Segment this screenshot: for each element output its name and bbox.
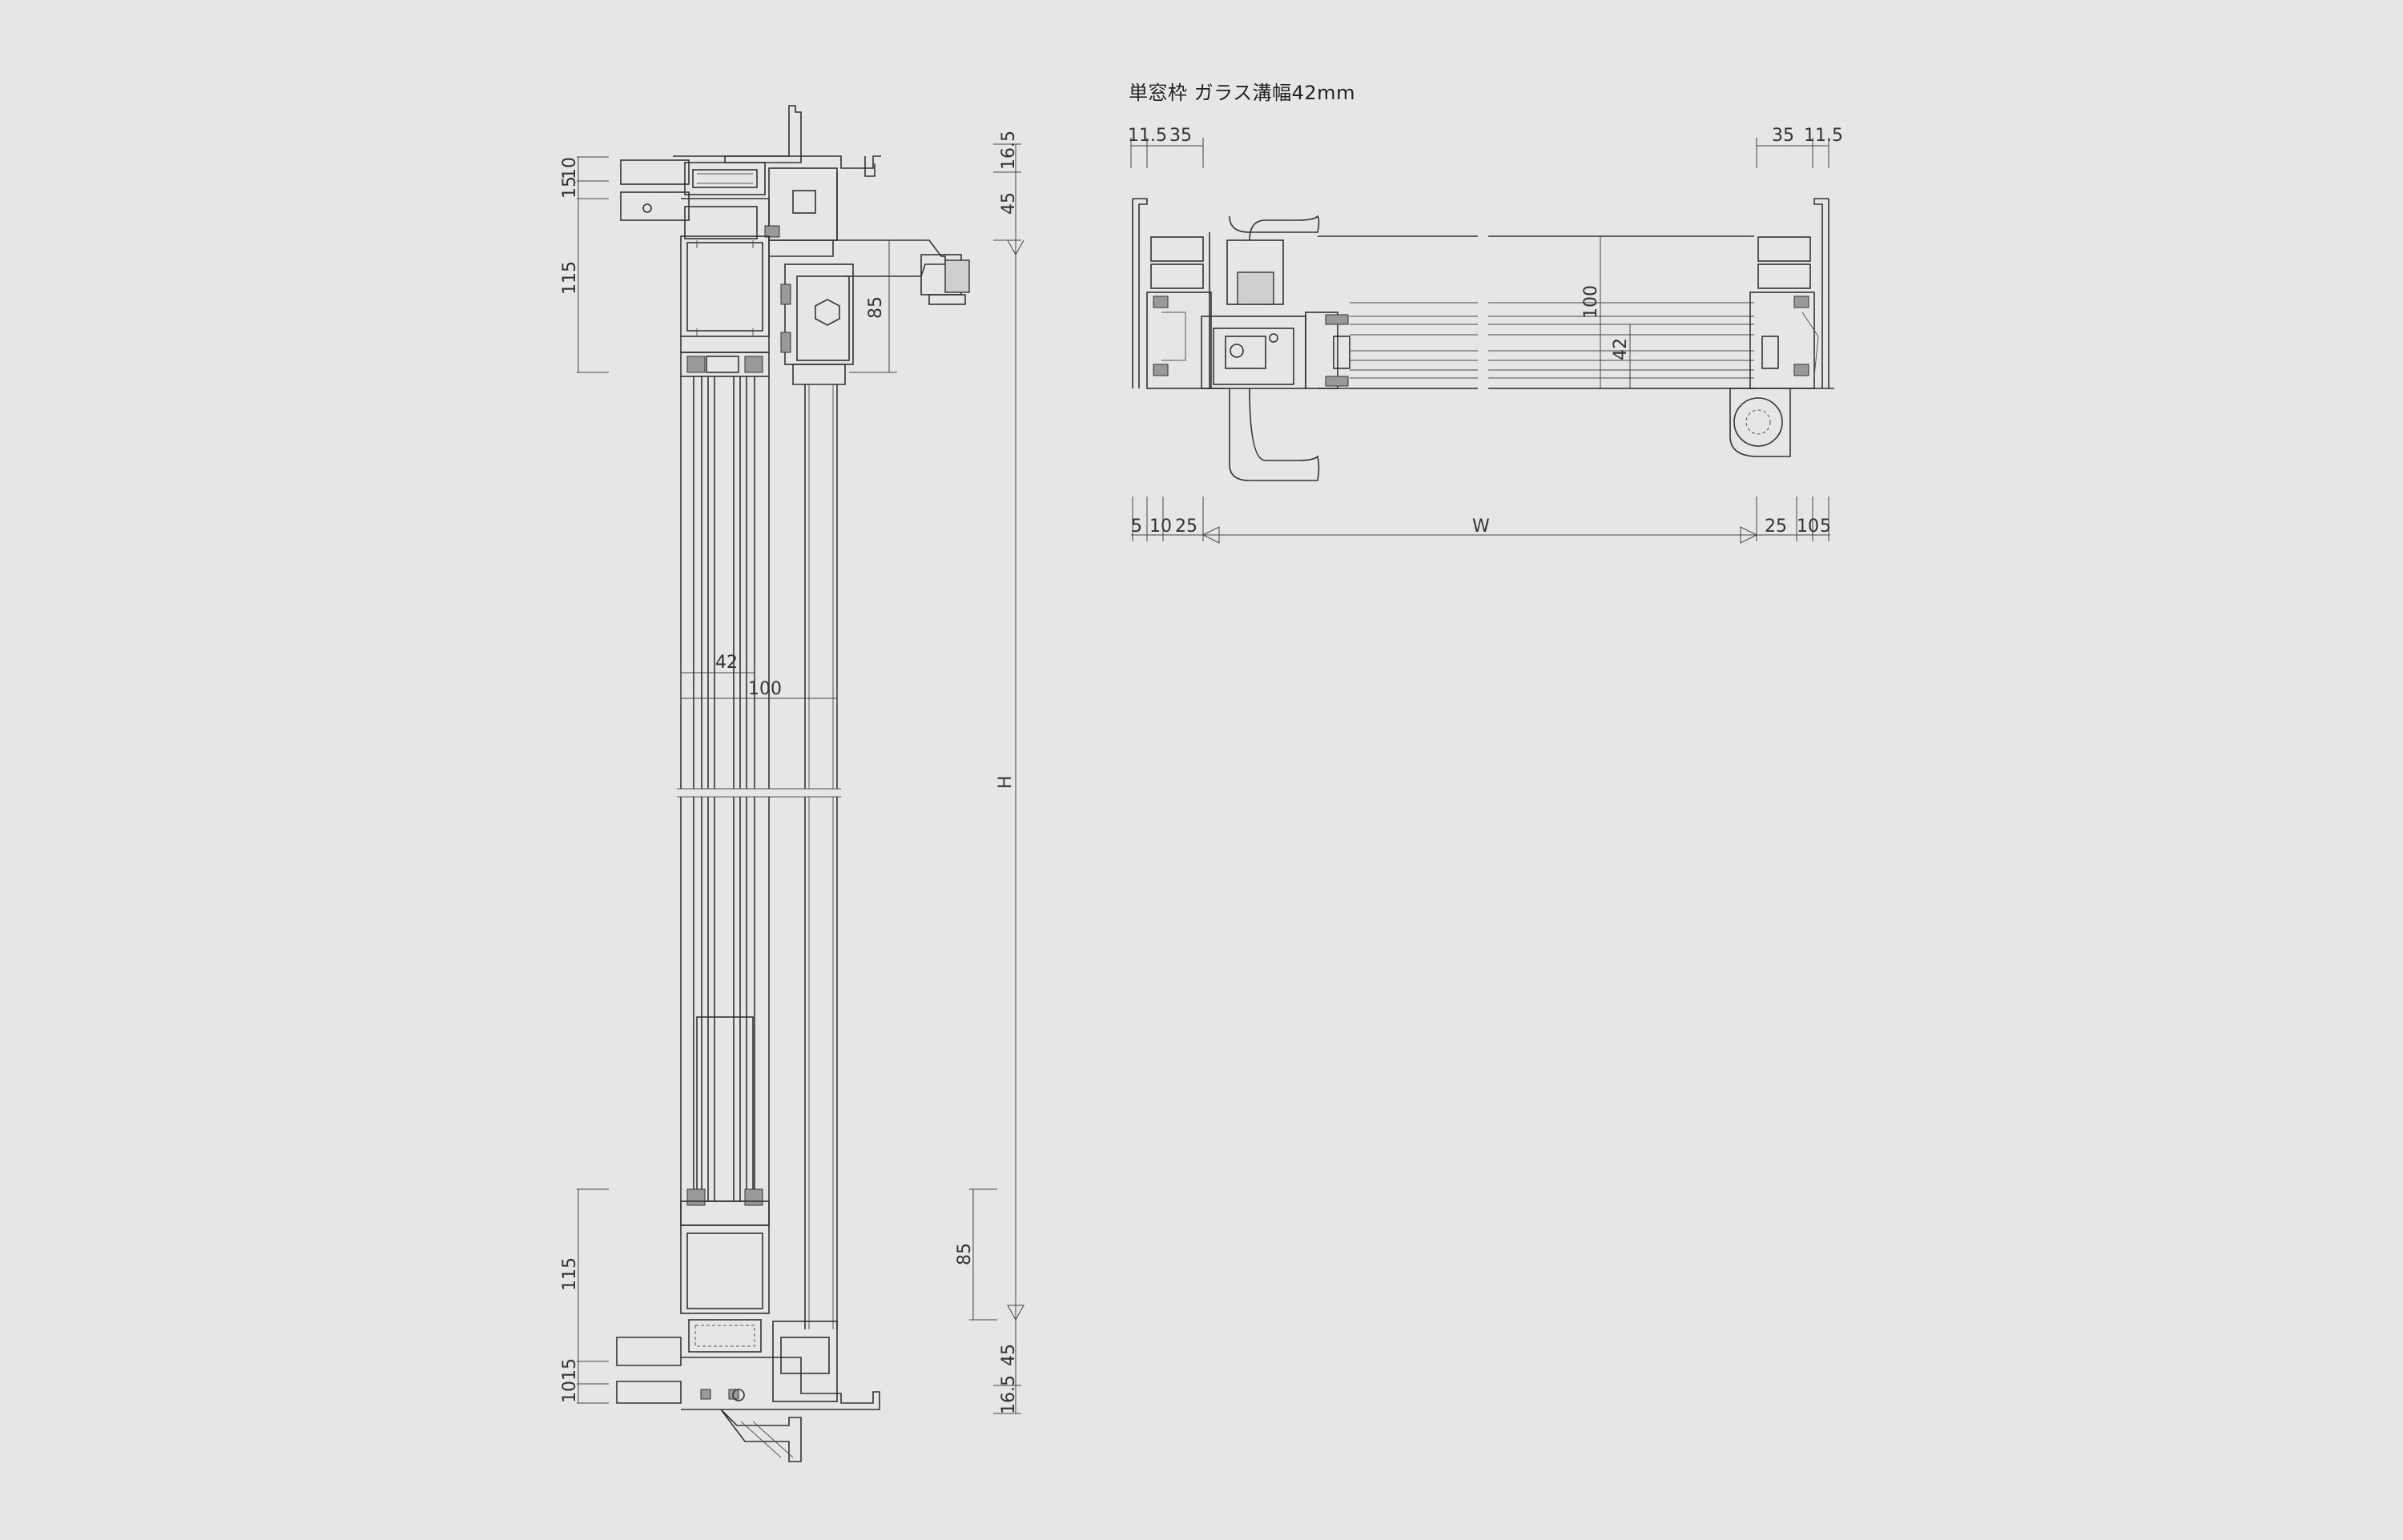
height-label: H (996, 775, 1016, 789)
plan-bottom-dims (1131, 497, 1830, 544)
section-height-dim (1007, 240, 1024, 1321)
dim-label: 25 (1765, 517, 1787, 537)
dim-label: 45 (999, 192, 1019, 215)
dim-label: 100 (1581, 285, 1601, 319)
dim-label: 100 (748, 679, 782, 699)
section-right-top-dims (849, 143, 1024, 373)
dim-label: 15 (560, 1358, 580, 1381)
section-left-bottom-dims (577, 1188, 609, 1404)
section-left-top-dims (577, 156, 609, 373)
section-width-dims (680, 665, 838, 705)
dim-label: 11.5 (1128, 126, 1167, 146)
dim-label: 5 (1131, 517, 1142, 537)
head-frame (620, 105, 881, 353)
dim-label: 35 (1772, 126, 1794, 146)
dim-label: 16.5 (999, 131, 1019, 170)
dim-label: 10 (560, 157, 580, 179)
drawing-title: 単窓枠 ガラス溝幅42mm (1129, 82, 1355, 104)
dim-label: 11.5 (1804, 126, 1843, 146)
sash-upper (680, 352, 838, 789)
dim-label: 85 (866, 296, 886, 319)
horizontal-plan: 11.5 35 35 11.5 (1128, 126, 1843, 544)
plan-depth-dims (1600, 236, 1631, 388)
dim-label: 42 (715, 653, 738, 673)
dim-label: 16.5 (999, 1375, 1019, 1414)
right-jamb (1730, 198, 1834, 389)
dim-label: 35 (1169, 126, 1192, 146)
width-label: W (1472, 517, 1490, 537)
dim-label: 15 (560, 176, 580, 199)
dim-label: 42 (1611, 338, 1631, 360)
glass-unit (1305, 228, 1754, 396)
dim-label: 45 (999, 1344, 1019, 1366)
dim-label: 10 (1797, 517, 1819, 537)
sill-frame (616, 1224, 880, 1462)
dim-label: 115 (560, 1257, 580, 1291)
dim-label: 10 (1149, 517, 1172, 537)
sash-lower (680, 797, 838, 1329)
left-jamb (1132, 198, 1226, 389)
operator-box (780, 239, 970, 385)
dim-label: 5 (1820, 517, 1831, 537)
dim-label: 115 (560, 261, 580, 295)
plan-top-dims (1130, 138, 1829, 168)
section-right-bottom-dims (969, 1188, 1021, 1414)
dim-label: 85 (955, 1243, 975, 1265)
dim-label: 10 (560, 1381, 580, 1403)
hinge-pivot (1729, 388, 1791, 457)
dim-label: 25 (1175, 517, 1197, 537)
break-gap (677, 788, 841, 798)
lever-handle (1201, 215, 1320, 481)
vertical-section: 10 15 115 16.5 45 85 42 100 H 115 (560, 105, 1024, 1462)
